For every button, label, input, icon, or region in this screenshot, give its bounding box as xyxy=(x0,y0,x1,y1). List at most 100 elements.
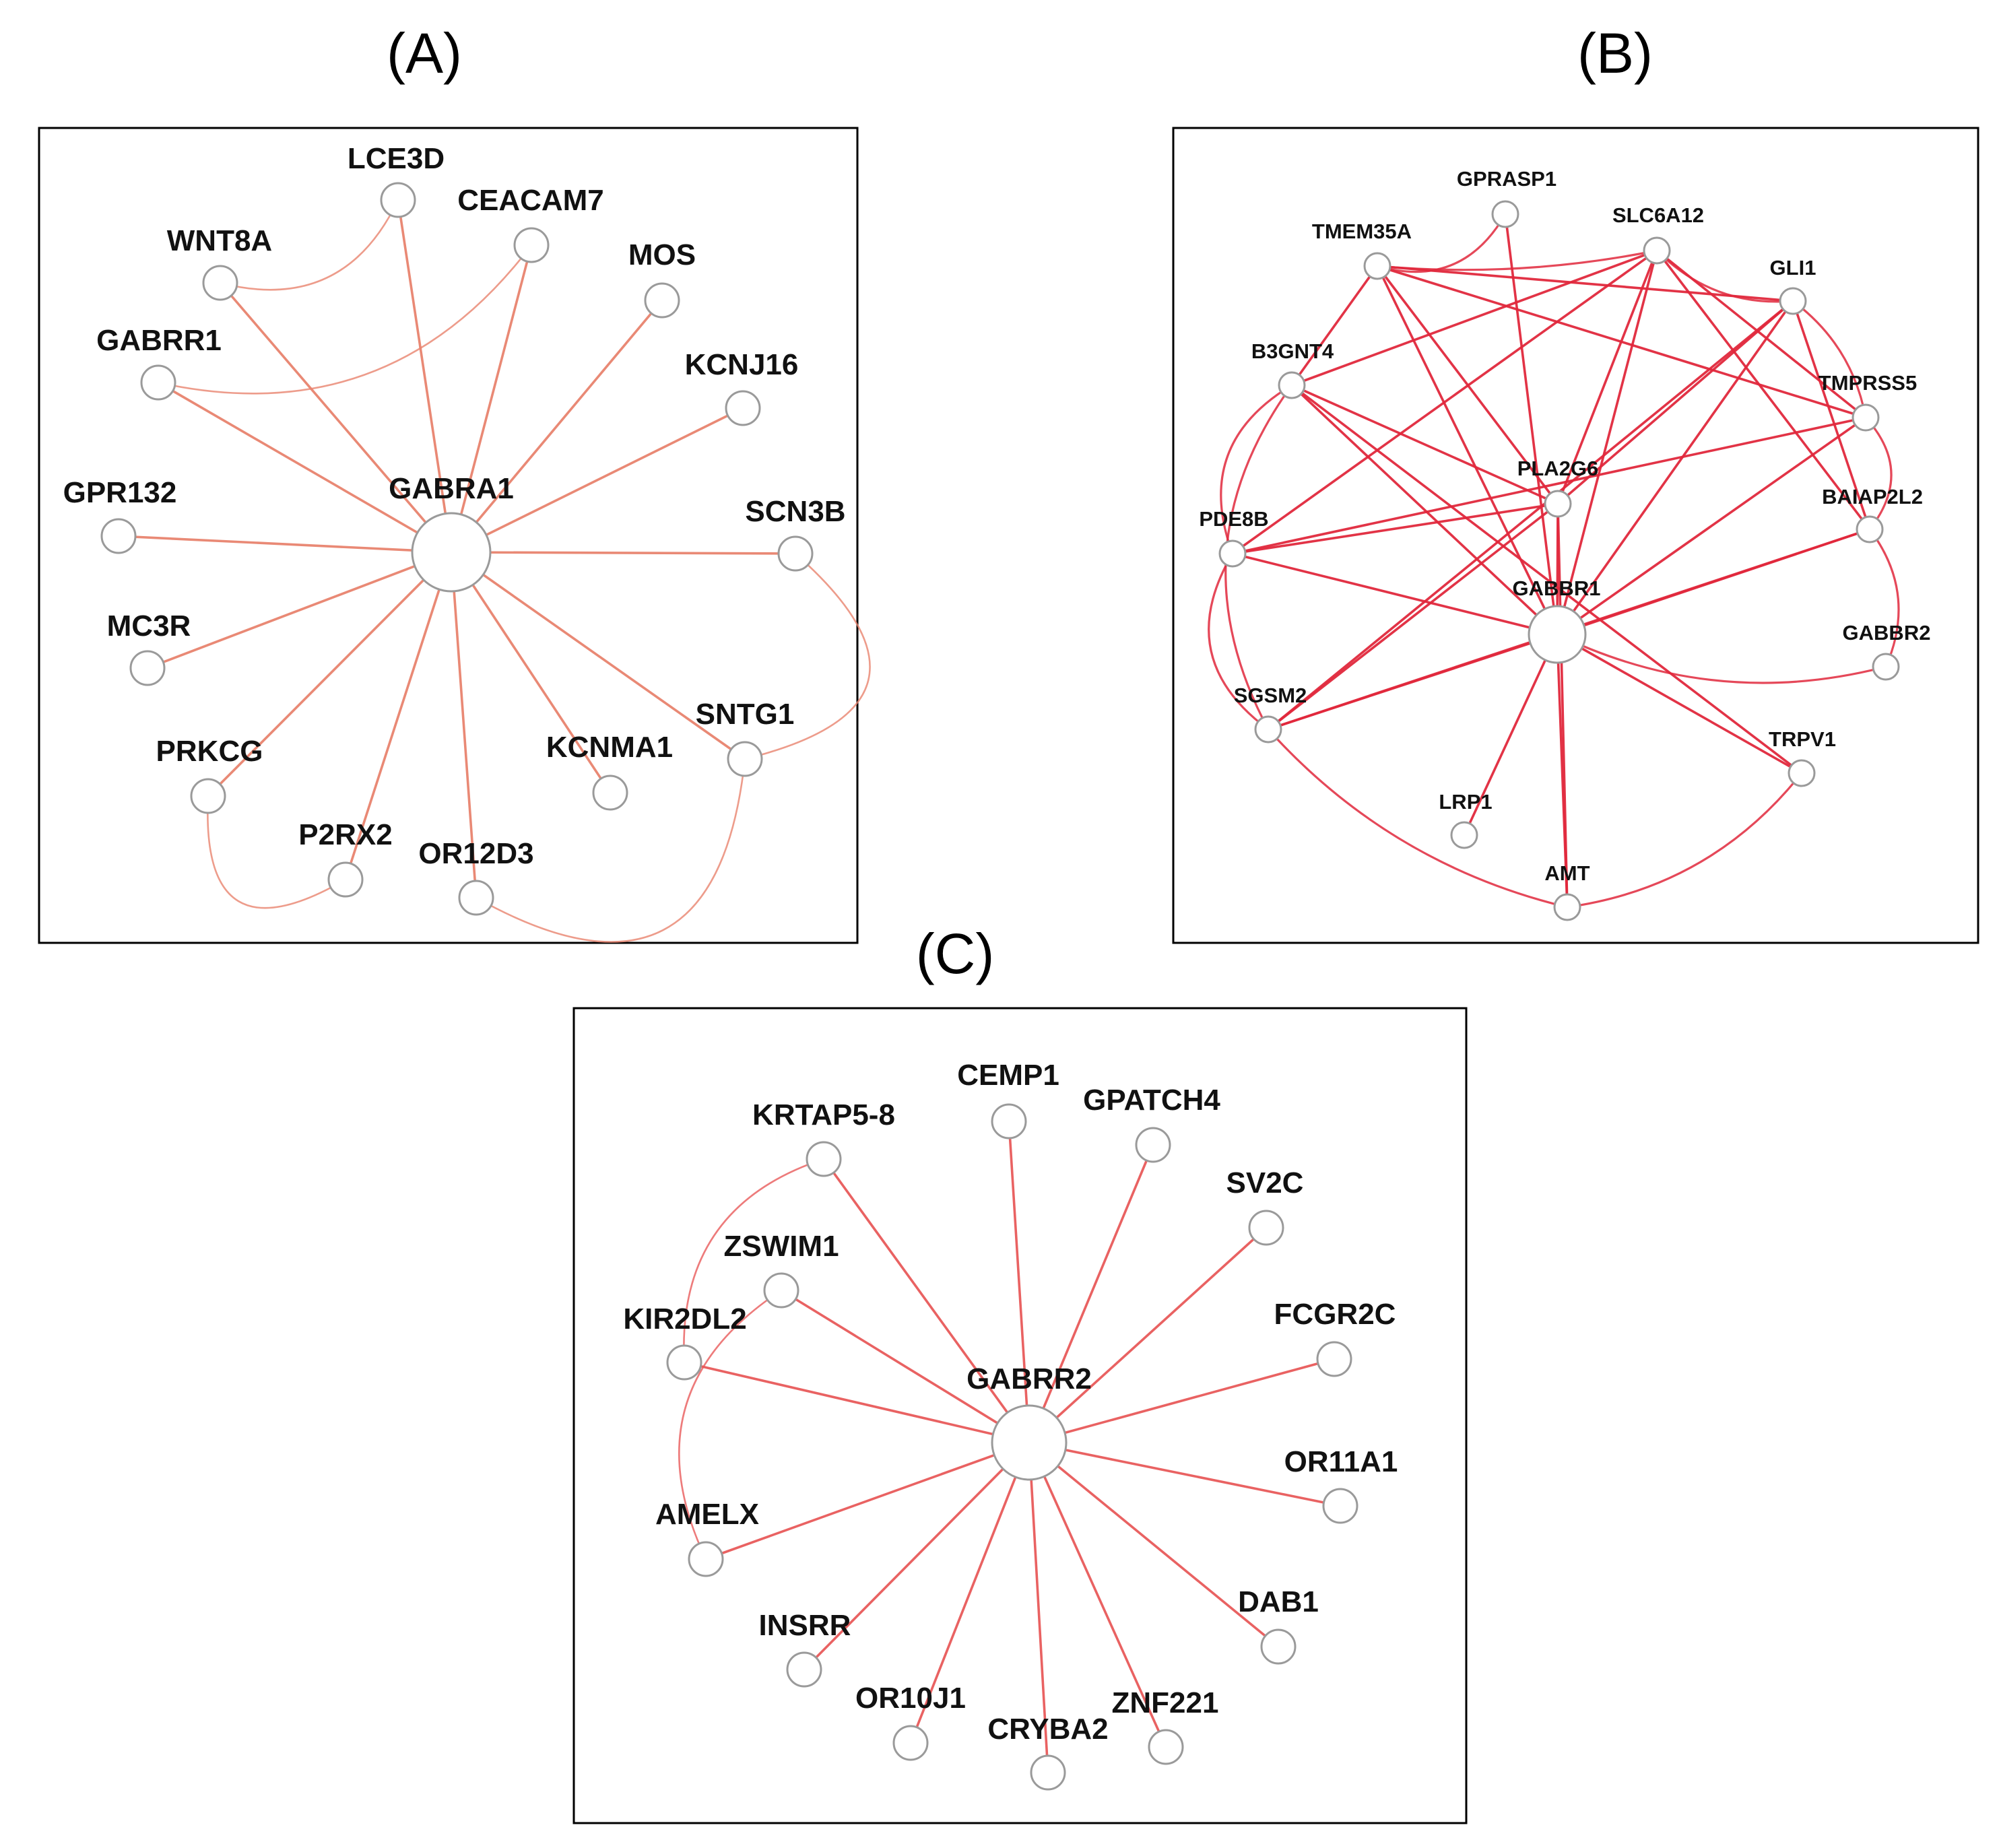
edge-gabrr2-cryba2 xyxy=(1028,1441,1049,1774)
edge-gabbr1-pde8b xyxy=(1231,552,1559,636)
node-lrp1 xyxy=(1450,821,1478,849)
edge-gabra1-prkcg xyxy=(207,551,453,797)
edge-gabra1-p2rx2 xyxy=(344,551,453,881)
edge-gabrr2-dab1 xyxy=(1028,1441,1280,1648)
edge-gli1-tmprss5 xyxy=(1792,300,1867,419)
node-gpatch4 xyxy=(1135,1127,1171,1163)
node-label-gabrr2: GABRR2 xyxy=(966,1362,1092,1395)
node-label-tmprss5: TMPRSS5 xyxy=(1818,371,1917,395)
edge-scn3b-sntg1 xyxy=(744,552,871,760)
node-fcgr2c xyxy=(1316,1341,1352,1377)
node-baiap2l2 xyxy=(1856,515,1884,543)
node-gpr132 xyxy=(100,518,137,554)
edge-gabra1-mos xyxy=(450,299,663,554)
node-label-fcgr2c: FCGR2C xyxy=(1274,1298,1396,1331)
node-label-kir2dl2: KIR2DL2 xyxy=(623,1302,746,1335)
node-label-pla2g6: PLA2G6 xyxy=(1517,457,1599,480)
edge-gabra1-mc3r xyxy=(146,551,453,669)
panel-b-nodes: GABBR1GPRASP1TMEM35ASLC6A12GLI1B3GNT4TMP… xyxy=(1199,167,1930,921)
node-label-or11a1: OR11A1 xyxy=(1284,1445,1398,1478)
node-label-scn3b: SCN3B xyxy=(745,495,845,528)
edge-tmem35a-gprasp1 xyxy=(1376,213,1507,273)
edge-amt-trpv1 xyxy=(1566,772,1803,909)
node-label-cemp1: CEMP1 xyxy=(957,1059,1059,1092)
node-mc3r xyxy=(129,650,166,686)
node-label-gprasp1: GPRASP1 xyxy=(1457,167,1556,191)
edge-gabrr2-kir2dl2 xyxy=(683,1361,1030,1444)
node-gabbr2 xyxy=(1872,653,1900,681)
edge-gabrr2-gpatch4 xyxy=(1028,1144,1154,1444)
edge-gabra1-sntg1 xyxy=(450,551,746,760)
node-lce3d xyxy=(380,182,416,218)
edge-gabbr1-tmem35a xyxy=(1376,265,1559,636)
node-pla2g6 xyxy=(1544,490,1572,518)
edge-slc6a12-baiap2l2 xyxy=(1656,249,1871,531)
node-label-sgsm2: SGSM2 xyxy=(1234,684,1307,707)
panel-c-edges xyxy=(678,1120,1342,1774)
node-label-lrp1: LRP1 xyxy=(1439,790,1492,814)
edge-gabra1-gabrr1 xyxy=(157,381,453,554)
edge-krtap5-8-kir2dl2 xyxy=(683,1158,825,1364)
node-cryba2 xyxy=(1030,1754,1066,1791)
node-label-gabrr1: GABRR1 xyxy=(96,324,222,357)
node-or11a1 xyxy=(1322,1488,1358,1524)
node-label-or12d3: OR12D3 xyxy=(418,837,533,870)
node-mos xyxy=(644,282,680,319)
node-label-amelx: AMELX xyxy=(655,1498,759,1531)
node-wnt8a xyxy=(202,265,238,301)
edge-gabrr2-insrr xyxy=(803,1441,1030,1671)
edge-gabbr1-tmprss5 xyxy=(1556,416,1867,636)
edge-b3gnt4-pla2g6 xyxy=(1290,384,1559,505)
node-label-gabra1: GABRA1 xyxy=(389,472,514,505)
edge-gabrr2-znf221 xyxy=(1028,1441,1167,1748)
node-kcnj16 xyxy=(725,390,761,426)
node-sv2c xyxy=(1248,1210,1284,1246)
edge-zswim1-amelx xyxy=(678,1289,783,1560)
node-slc6a12 xyxy=(1643,236,1671,265)
edge-gabbr1-gabbr2 xyxy=(1556,633,1887,684)
node-label-dab1: DAB1 xyxy=(1238,1585,1319,1618)
edge-slc6a12-b3gnt4 xyxy=(1290,249,1658,387)
node-tmem35a xyxy=(1363,252,1391,280)
edge-gabrr2-zswim1 xyxy=(780,1289,1030,1444)
edge-gabra1-or12d3 xyxy=(450,551,478,899)
node-zswim1 xyxy=(763,1272,799,1309)
edge-gabra1-lce3d xyxy=(397,199,453,554)
edge-gabra1-gpr132 xyxy=(117,535,453,554)
edge-prkcg-p2rx2 xyxy=(207,795,347,909)
edge-gabbr1-slc6a12 xyxy=(1556,249,1658,636)
edge-gabrr1-ceacam7 xyxy=(157,244,533,395)
edge-gli1-baiap2l2 xyxy=(1792,300,1871,531)
node-label-mos: MOS xyxy=(628,238,696,271)
panel-a-title: (A) xyxy=(387,22,462,85)
node-label-mc3r: MC3R xyxy=(107,609,191,642)
node-gabrr2 xyxy=(991,1404,1068,1481)
node-label-trpv1: TRPV1 xyxy=(1769,727,1836,751)
edge-gabrr2-or11a1 xyxy=(1028,1441,1342,1507)
edge-slc6a12-gli1 xyxy=(1656,249,1794,303)
node-label-p2rx2: P2RX2 xyxy=(298,818,392,851)
panel-c-title: (C) xyxy=(916,922,995,985)
edge-gabra1-ceacam7 xyxy=(450,244,533,554)
edge-pde8b-sgsm2 xyxy=(1208,552,1270,731)
panel-b-title: (B) xyxy=(1577,22,1653,85)
edge-b3gnt4-trpv1 xyxy=(1290,384,1803,774)
edge-gabrr2-amelx xyxy=(704,1441,1030,1560)
node-label-kcnma1: KCNMA1 xyxy=(546,731,673,764)
edge-pde8b-pla2g6 xyxy=(1231,502,1559,555)
edge-gabrr2-cemp1 xyxy=(1008,1120,1030,1444)
edge-slc6a12-tmprss5 xyxy=(1656,249,1867,419)
node-label-insrr: INSRR xyxy=(759,1609,851,1642)
edge-wnt8a-lce3d xyxy=(219,199,399,291)
edge-pla2g6-amt xyxy=(1556,502,1569,909)
node-dab1 xyxy=(1260,1628,1297,1665)
node-label-b3gnt4: B3GNT4 xyxy=(1251,339,1334,363)
node-label-baiap2l2: BAIAP2L2 xyxy=(1822,485,1923,508)
edge-b3gnt4-pde8b xyxy=(1220,384,1293,555)
node-or12d3 xyxy=(458,880,494,916)
node-label-tmem35a: TMEM35A xyxy=(1312,220,1412,243)
node-label-amt: AMT xyxy=(1544,861,1590,885)
node-gli1 xyxy=(1779,287,1807,315)
node-cemp1 xyxy=(991,1103,1027,1140)
